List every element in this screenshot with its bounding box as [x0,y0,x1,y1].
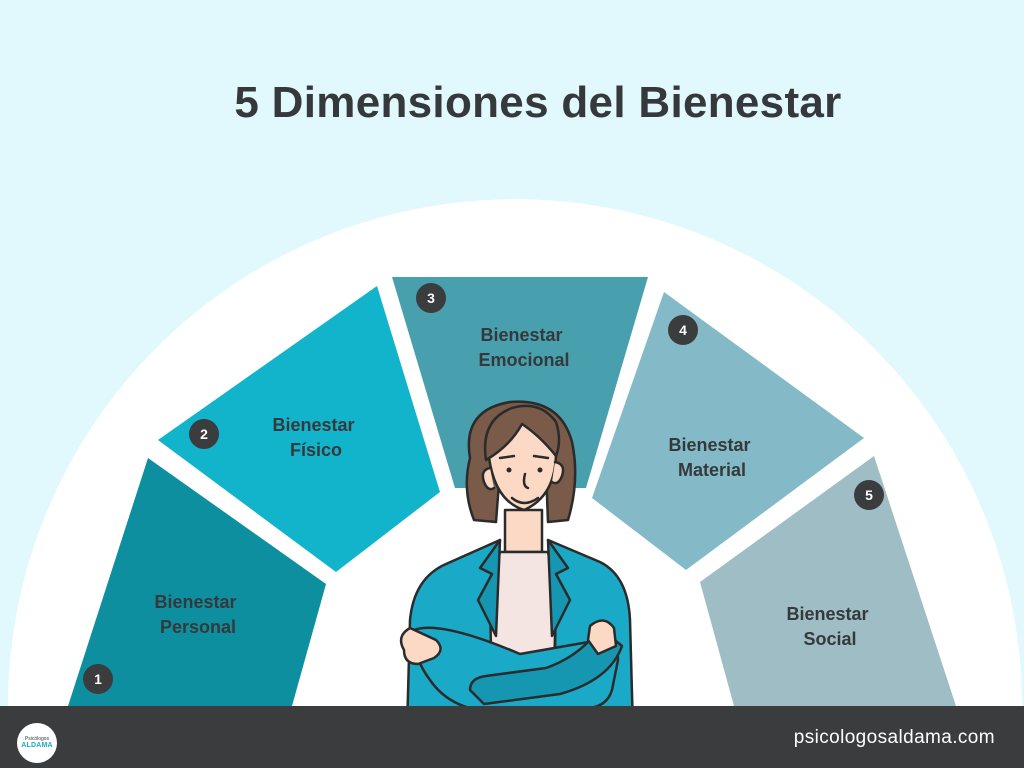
svg-text:5: 5 [865,487,873,503]
segment-label-material: Bienestar Material [668,435,755,480]
badge-2: 2 [189,419,219,449]
segment-personal [68,458,326,706]
segment-social [700,456,956,706]
segment-material [592,292,864,570]
badge-1: 1 [83,664,113,694]
segment-label-emocional: Bienestar Emocional [478,325,569,370]
segment-label-social: Bienestar Social [786,604,873,649]
segment-fisico [158,286,440,572]
svg-text:1: 1 [94,671,102,687]
svg-text:4: 4 [679,322,687,338]
svg-text:2: 2 [200,426,208,442]
logo-brand-text: ALDAMA [21,742,53,749]
segment-label-fisico: Bienestar Físico [272,415,359,460]
brand-logo[interactable]: Psicólogos ALDAMA [17,723,57,763]
website-link[interactable]: psicologosaldama.com [793,727,995,748]
footer-bar: Psicólogos ALDAMA psicologosaldama.com [0,706,1024,768]
segment-emocional [392,277,648,488]
badge-5: 5 [854,480,884,510]
page-title: 5 Dimensiones del Bienestar [234,78,842,127]
segment-label-personal: Bienestar Personal [154,592,241,637]
logo-small-text: Psicólogos [24,736,50,742]
badge-4: 4 [668,315,698,345]
svg-text:3: 3 [427,290,435,306]
badge-3: 3 [416,283,446,313]
